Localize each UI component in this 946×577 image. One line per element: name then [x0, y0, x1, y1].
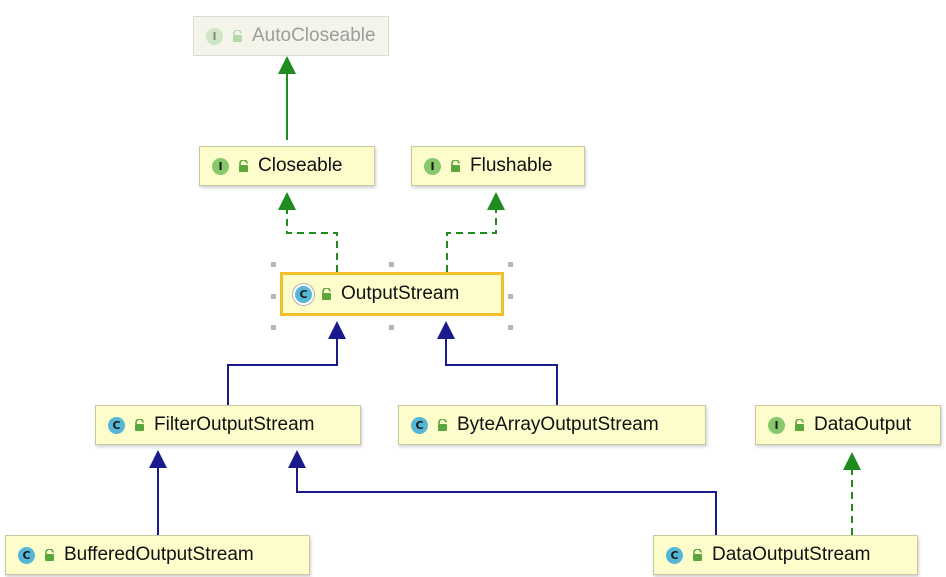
class-icon: C: [411, 416, 428, 434]
node-dataoutputstream[interactable]: C DataOutputStream: [653, 535, 918, 575]
selection-handle[interactable]: [389, 325, 394, 330]
lock-icon: [693, 549, 702, 561]
selection-handle[interactable]: [271, 262, 276, 267]
class-icon: C: [666, 546, 683, 564]
node-label: FilterOutputStream: [154, 414, 315, 435]
node-flushable[interactable]: I Flushable: [411, 146, 585, 186]
lock-icon: [451, 160, 460, 172]
node-label: ByteArrayOutputStream: [457, 414, 659, 435]
node-label: AutoCloseable: [252, 25, 376, 46]
node-outputstream[interactable]: C OutputStream: [280, 272, 504, 316]
node-label: Flushable: [470, 155, 553, 176]
interface-icon: I: [768, 416, 785, 434]
class-icon: C: [18, 546, 35, 564]
lock-icon: [795, 419, 804, 431]
lock-icon: [233, 30, 242, 42]
lock-icon: [438, 419, 447, 431]
class-icon: C: [108, 416, 125, 434]
selection-handle[interactable]: [508, 294, 513, 299]
edge-closeable-autocloseable: [278, 56, 296, 140]
node-bufferedoutputstream[interactable]: C BufferedOutputStream: [5, 535, 310, 575]
lock-icon: [239, 160, 248, 172]
edge-outputstream-flushable: [446, 192, 505, 272]
edge-dataoutputstream-filteroutputstream: [288, 450, 717, 535]
selection-handle[interactable]: [508, 325, 513, 330]
node-label: OutputStream: [341, 283, 460, 304]
node-filteroutputstream[interactable]: C FilterOutputStream: [95, 405, 361, 445]
edge-bytearrayoutputstream-outputstream: [437, 321, 558, 405]
selection-handle[interactable]: [271, 325, 276, 330]
interface-icon: I: [212, 157, 229, 175]
node-autocloseable[interactable]: I AutoCloseable: [193, 16, 389, 56]
node-closeable[interactable]: I Closeable: [199, 146, 375, 186]
node-dataoutput[interactable]: I DataOutput: [755, 405, 941, 445]
selection-handle[interactable]: [271, 294, 276, 299]
node-label: DataOutput: [814, 414, 912, 435]
edge-dataoutputstream-dataoutput: [843, 452, 861, 535]
lock-icon: [135, 419, 144, 431]
node-label: DataOutputStream: [712, 544, 871, 565]
interface-icon: I: [424, 157, 441, 175]
selection-handle[interactable]: [508, 262, 513, 267]
lock-icon: [45, 549, 54, 561]
node-bytearrayoutputstream[interactable]: C ByteArrayOutputStream: [398, 405, 706, 445]
lock-icon: [322, 288, 331, 300]
edge-outputstream-closeable: [278, 192, 338, 272]
node-label: Closeable: [258, 155, 343, 176]
class-icon: C: [295, 285, 312, 303]
selection-handle[interactable]: [389, 262, 394, 267]
interface-icon: I: [206, 27, 223, 45]
edge-bufferedoutputstream-filteroutputstream: [149, 450, 167, 535]
edge-filteroutputstream-outputstream: [227, 321, 346, 405]
node-label: BufferedOutputStream: [64, 544, 254, 565]
